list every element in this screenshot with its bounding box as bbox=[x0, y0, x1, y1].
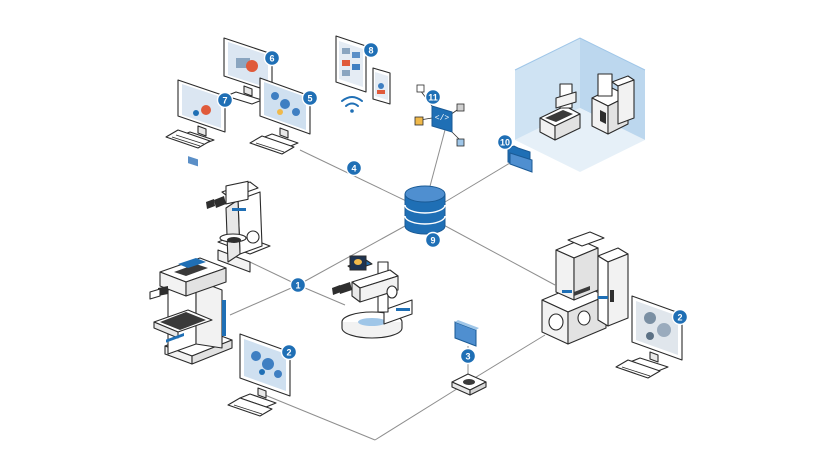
svg-text:5: 5 bbox=[307, 94, 312, 104]
link-bottom-monitor bbox=[259, 392, 376, 441]
link-em-holder bbox=[467, 334, 546, 383]
link-hub-em bbox=[424, 214, 556, 286]
database-icon bbox=[404, 185, 446, 235]
badge-8: 8 bbox=[362, 41, 380, 59]
svg-text:1: 1 bbox=[295, 281, 300, 291]
link-upright-scope bbox=[249, 261, 299, 286]
badge-4: 4 bbox=[345, 159, 363, 177]
mobile-devices bbox=[335, 35, 391, 113]
badge-10: 10 bbox=[496, 133, 514, 151]
upright-microscope bbox=[206, 180, 271, 273]
link-inverted-scope bbox=[229, 284, 299, 316]
badge-3: 3 bbox=[459, 347, 477, 365]
code-icon: </> bbox=[435, 114, 450, 123]
link-hub-microscopes bbox=[297, 214, 426, 286]
svg-text:2: 2 bbox=[677, 313, 682, 323]
svg-text:2: 2 bbox=[286, 348, 291, 358]
svg-text:6: 6 bbox=[269, 54, 274, 64]
link-holder-bottom bbox=[374, 381, 469, 441]
badge-2-left: 2 bbox=[280, 343, 298, 361]
tablet-icon bbox=[335, 35, 367, 93]
workstation-2-left bbox=[227, 333, 291, 417]
svg-text:9: 9 bbox=[430, 236, 435, 246]
electron-microscope bbox=[541, 231, 629, 345]
api-integration: </> bbox=[414, 84, 465, 147]
svg-text:7: 7 bbox=[222, 96, 227, 106]
badge-11: 11 bbox=[424, 88, 442, 106]
badge-2-right: 2 bbox=[671, 308, 689, 326]
link-stereo-scope bbox=[297, 284, 346, 306]
link-monitors-hub bbox=[299, 149, 426, 211]
wifi-icon bbox=[341, 96, 363, 113]
stereo-microscope bbox=[332, 255, 413, 339]
svg-text:10: 10 bbox=[500, 138, 510, 148]
badge-6: 6 bbox=[263, 49, 281, 67]
svg-text:11: 11 bbox=[428, 93, 438, 103]
workstation-5 bbox=[249, 77, 311, 155]
svg-text:4: 4 bbox=[351, 164, 356, 174]
sample-holder bbox=[451, 320, 487, 396]
badge-1: 1 bbox=[289, 276, 307, 294]
folder-icon bbox=[507, 145, 533, 173]
workstation-7 bbox=[165, 79, 226, 167]
clean-room-lab bbox=[514, 37, 646, 172]
svg-text:3: 3 bbox=[465, 352, 470, 362]
badge-5: 5 bbox=[301, 89, 319, 107]
link-cloud-hub bbox=[439, 159, 516, 206]
badge-7: 7 bbox=[216, 91, 234, 109]
inverted-microscope bbox=[149, 257, 233, 365]
svg-text:8: 8 bbox=[368, 46, 373, 56]
badge-9: 9 bbox=[424, 231, 442, 249]
phone-icon bbox=[372, 67, 391, 105]
workstation-2-right bbox=[615, 295, 683, 379]
